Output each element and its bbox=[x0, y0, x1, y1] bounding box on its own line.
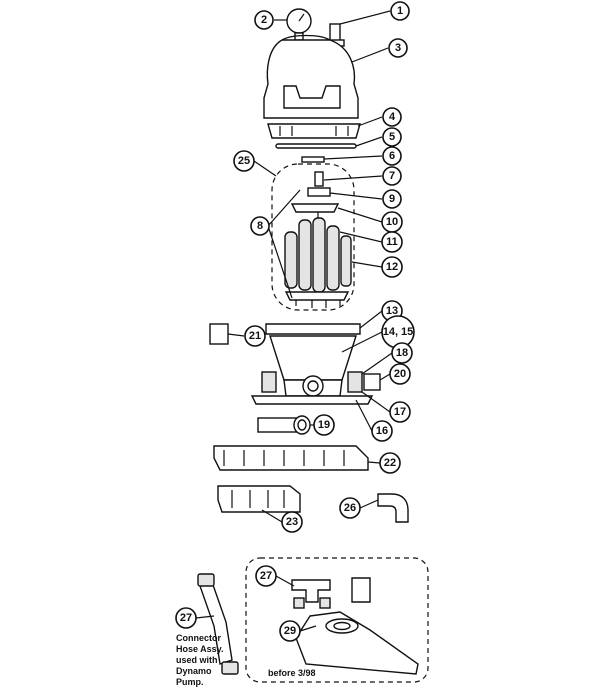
part-base-rail bbox=[213, 445, 369, 471]
callout-9: 9 bbox=[382, 189, 402, 209]
svg-text:2: 2 bbox=[261, 14, 267, 26]
connector-hose-note: Connector Hose Assy. used with Dynamo Pu… bbox=[176, 633, 224, 687]
svg-text:27: 27 bbox=[260, 570, 272, 582]
svg-text:7: 7 bbox=[389, 170, 395, 182]
callout-23: 23 bbox=[281, 511, 303, 533]
svg-text:18: 18 bbox=[396, 347, 408, 359]
callout-29: 29 bbox=[279, 620, 301, 642]
svg-text:20: 20 bbox=[394, 368, 406, 380]
callout-27-fittings: 27 bbox=[255, 565, 277, 587]
svg-text:22: 22 bbox=[384, 457, 396, 469]
svg-text:6: 6 bbox=[389, 150, 395, 162]
svg-text:27: 27 bbox=[180, 612, 192, 624]
part-lower-base bbox=[217, 485, 301, 513]
svg-text:26: 26 bbox=[344, 502, 356, 514]
callout-12: 12 bbox=[381, 256, 403, 278]
callout-14-15: 14, 15 bbox=[381, 315, 415, 349]
callout-1: 1 bbox=[390, 1, 410, 21]
svg-text:13: 13 bbox=[386, 305, 398, 317]
svg-text:Hose Assy.: Hose Assy. bbox=[176, 644, 224, 654]
part-connector-hose bbox=[197, 573, 239, 675]
callout-16: 16 bbox=[371, 420, 393, 442]
leader-lines bbox=[195, 10, 393, 632]
part-pressure-gauge bbox=[286, 8, 312, 41]
svg-text:9: 9 bbox=[389, 193, 395, 205]
part-bottom-manifold bbox=[284, 291, 350, 308]
part-filter-grids bbox=[284, 212, 352, 293]
callout-27-hose: 27 bbox=[175, 607, 197, 629]
callout-4: 4 bbox=[382, 107, 402, 127]
svg-text:16: 16 bbox=[376, 425, 388, 437]
part-block bbox=[209, 323, 229, 345]
svg-text:used with: used with bbox=[176, 655, 218, 665]
callout-20: 20 bbox=[389, 363, 411, 385]
part-clamp-ring bbox=[267, 123, 361, 139]
part-top-manifold bbox=[290, 171, 340, 213]
svg-text:21: 21 bbox=[249, 330, 261, 342]
svg-text:25: 25 bbox=[238, 155, 250, 167]
svg-text:4: 4 bbox=[389, 111, 396, 123]
callout-3: 3 bbox=[388, 38, 408, 58]
svg-text:29: 29 bbox=[284, 625, 296, 637]
callout-19: 19 bbox=[313, 414, 335, 436]
part-union-fittings bbox=[261, 371, 381, 393]
part-drain-pipe bbox=[257, 415, 311, 435]
callout-6: 6 bbox=[382, 146, 402, 166]
svg-text:Connector: Connector bbox=[176, 633, 221, 643]
callout-7: 7 bbox=[382, 166, 402, 186]
part-cap bbox=[301, 156, 325, 163]
callout-25: 25 bbox=[233, 150, 255, 172]
callout-11: 11 bbox=[381, 231, 403, 253]
svg-text:23: 23 bbox=[286, 516, 298, 528]
callout-17: 17 bbox=[389, 401, 411, 423]
svg-text:5: 5 bbox=[389, 131, 395, 143]
element-assembly-outline bbox=[271, 163, 355, 311]
part-pipe-fittings bbox=[291, 577, 371, 609]
callout-21: 21 bbox=[244, 325, 266, 347]
part-o-ring bbox=[275, 143, 357, 149]
callout-5: 5 bbox=[382, 127, 402, 147]
svg-text:14, 15: 14, 15 bbox=[383, 326, 414, 338]
svg-text:8: 8 bbox=[257, 220, 263, 232]
svg-text:10: 10 bbox=[386, 216, 398, 228]
part-tank-lid bbox=[263, 34, 359, 119]
part-old-base bbox=[295, 611, 419, 675]
callout-26: 26 bbox=[339, 497, 361, 519]
svg-text:Pump.: Pump. bbox=[176, 677, 204, 687]
svg-text:Dynamo: Dynamo bbox=[176, 666, 212, 676]
callout-22: 22 bbox=[379, 452, 401, 474]
svg-text:1: 1 bbox=[397, 5, 403, 17]
svg-text:17: 17 bbox=[394, 406, 406, 418]
callout-8: 8 bbox=[250, 216, 270, 236]
callout-2: 2 bbox=[254, 10, 274, 30]
svg-text:12: 12 bbox=[386, 261, 398, 273]
part-tank-body bbox=[250, 323, 374, 405]
svg-text:19: 19 bbox=[318, 419, 330, 431]
part-elbow bbox=[377, 493, 409, 523]
before-date-label: before 3/98 bbox=[268, 668, 316, 678]
svg-text:11: 11 bbox=[386, 236, 398, 248]
svg-text:3: 3 bbox=[395, 42, 401, 54]
callout-10: 10 bbox=[381, 211, 403, 233]
before-date-outline bbox=[245, 557, 429, 683]
callout-18: 18 bbox=[391, 342, 413, 364]
